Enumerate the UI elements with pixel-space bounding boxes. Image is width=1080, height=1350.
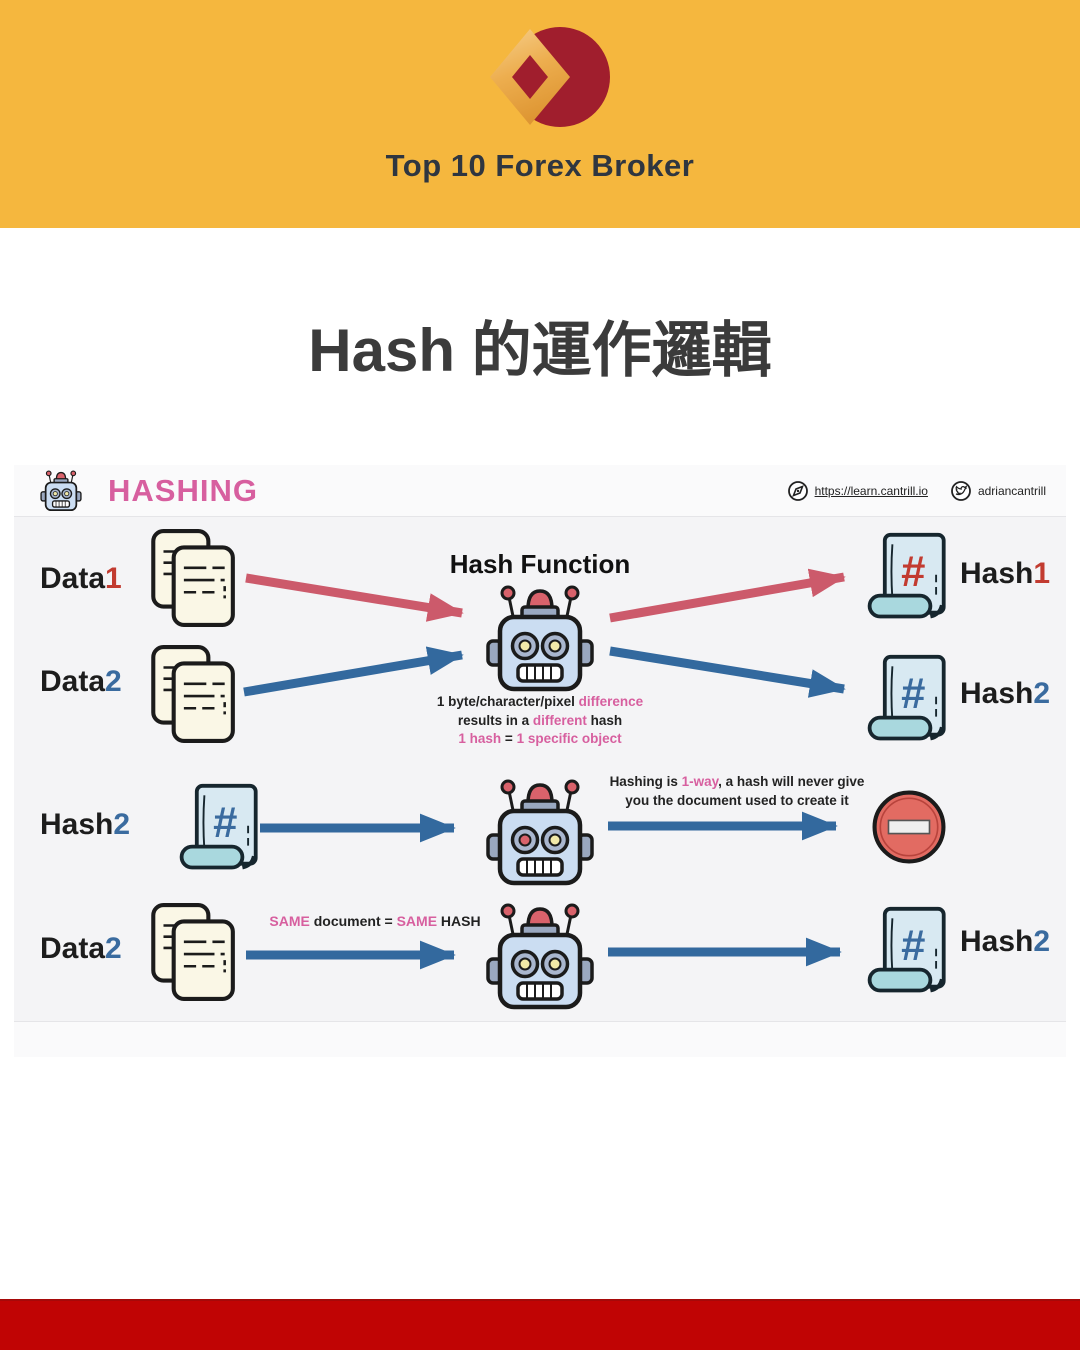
compass-icon xyxy=(787,480,808,501)
no-entry-icon xyxy=(868,786,950,868)
svg-text:#: # xyxy=(901,669,925,718)
svg-text:#: # xyxy=(213,798,237,847)
label-hash2: Hash2 xyxy=(960,677,1051,710)
top-banner: Top 10 Forex Broker xyxy=(0,0,1080,228)
hash-scroll-icon: # xyxy=(174,782,269,877)
twitter-handle-text: adriancantrill xyxy=(977,483,1046,498)
hash-scroll-icon: # xyxy=(862,653,957,748)
label-data2-bottom: Data2 xyxy=(40,932,122,965)
robot-hash-function-icon xyxy=(480,579,600,699)
diamond-logo-icon xyxy=(490,27,610,127)
same-hash-note: SAME document = SAME HASH xyxy=(269,913,481,929)
hash-function-title: Hash Function xyxy=(449,549,631,579)
label-hash2-bottom: Hash2 xyxy=(960,925,1051,958)
svg-text:#: # xyxy=(901,921,925,970)
oneway-note-line1: Hashing is 1-way, a hash will never give xyxy=(609,774,865,789)
svg-text:#: # xyxy=(901,547,925,596)
difference-note-line1: 1 byte/character/pixel difference xyxy=(436,694,644,709)
hashing-diagram: HASHING https://learn.cantrill.io adrian… xyxy=(14,465,1066,1057)
diagram-header: HASHING https://learn.cantrill.io adrian… xyxy=(14,465,1066,517)
difference-note: 1 byte/character/pixel difference result… xyxy=(340,693,740,749)
difference-note-line2: results in a different hash xyxy=(457,712,623,728)
diagram-footer-strip xyxy=(14,1021,1066,1057)
twitter-handle[interactable]: adriancantrill xyxy=(950,480,1046,502)
label-data2: Data2 xyxy=(40,665,122,698)
course-link[interactable]: https://learn.cantrill.io xyxy=(787,480,928,502)
footer-band xyxy=(0,1299,1080,1350)
page-title: Hash 的運作邏輯 xyxy=(308,317,772,384)
document-stack-icon xyxy=(139,643,241,745)
label-data1: Data1 xyxy=(40,562,122,595)
hash-scroll-icon: # xyxy=(862,905,957,1000)
robot-icon xyxy=(38,468,84,514)
robot-oneway-icon xyxy=(480,773,600,893)
difference-note-line3: 1 hash = 1 specific object xyxy=(458,731,622,746)
diagram-title: HASHING xyxy=(108,472,258,508)
oneway-note-line2: you the document used to create it xyxy=(625,792,849,808)
flow-arrows xyxy=(243,568,846,970)
label-hash1: Hash1 xyxy=(960,557,1051,590)
twitter-bird-icon xyxy=(951,480,971,501)
course-link-text[interactable]: https://learn.cantrill.io xyxy=(814,483,928,498)
hash-scroll-icon: # xyxy=(862,531,957,626)
document-stack-icon xyxy=(139,527,241,629)
label-hash2-left: Hash2 xyxy=(40,808,131,841)
brand-name: Top 10 Forex Broker xyxy=(385,148,695,183)
robot-same-hash-icon xyxy=(480,897,600,1017)
oneway-note: Hashing is 1-way, a hash will never give… xyxy=(537,773,937,810)
